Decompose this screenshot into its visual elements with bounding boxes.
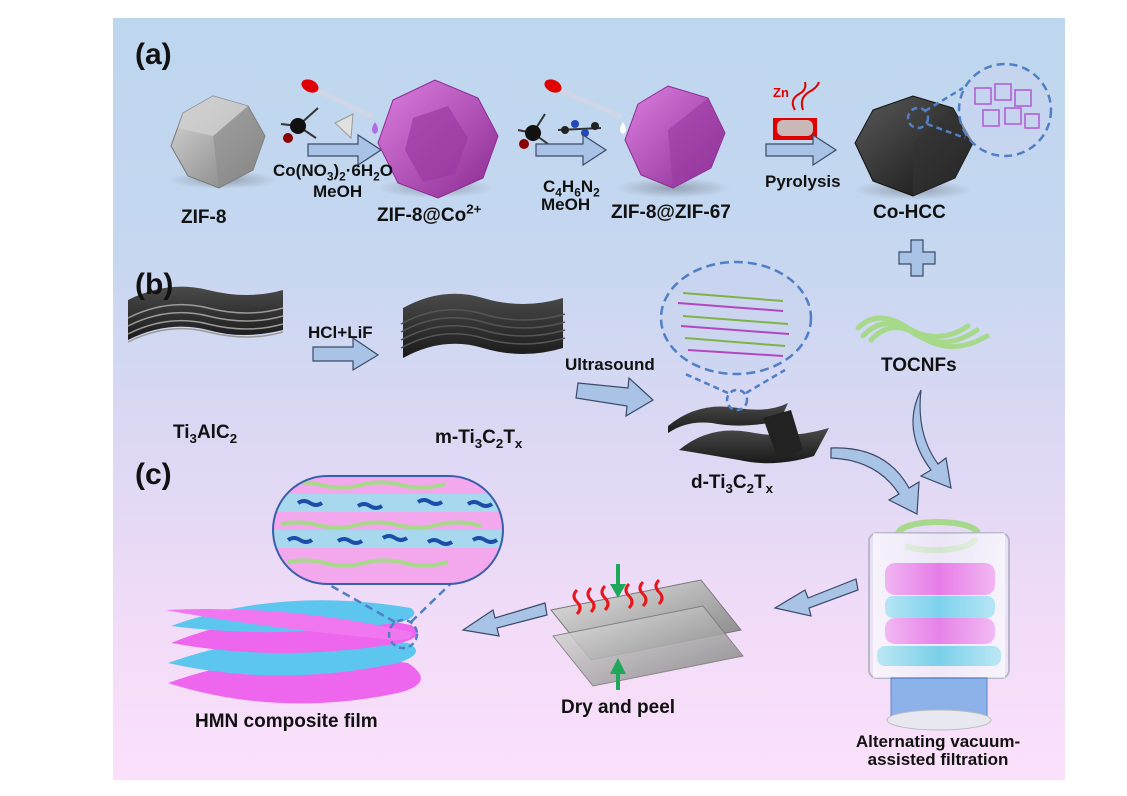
plus-icon bbox=[898, 239, 936, 277]
label-zn-vapor: Zn bbox=[773, 85, 789, 100]
zif8-crystal-icon bbox=[168, 95, 278, 189]
arrow-filter-to-dry bbox=[773, 578, 859, 617]
label-zif8: ZIF-8 bbox=[181, 207, 227, 228]
imidazole-molecule-icon bbox=[557, 120, 602, 137]
methanol-molecule-icon bbox=[280, 107, 319, 143]
schematic-artwork bbox=[127, 62, 1053, 731]
tocnfs-fibers-icon bbox=[855, 315, 990, 349]
label-co-hcc: Co-HCC bbox=[873, 202, 946, 223]
label-dry-and-peel: Dry and peel bbox=[561, 697, 676, 718]
label-hmn-film: HMN composite film bbox=[195, 711, 378, 732]
label-zif8-zif67: ZIF-8@ZIF-67 bbox=[611, 202, 731, 223]
press-arrow-up-icon bbox=[610, 658, 626, 690]
arrow-mxene-to-filter bbox=[830, 447, 920, 515]
panel-tag-b: (b) bbox=[135, 268, 174, 301]
panel-tag-c: (c) bbox=[135, 458, 172, 491]
label-d-ti3c2tx: d-Ti3C2Tx bbox=[691, 472, 774, 496]
co-hcc-crystal-icon bbox=[853, 95, 974, 200]
label-ultrasound: Ultrasound bbox=[565, 355, 655, 374]
heat-waves-icon bbox=[572, 578, 664, 616]
label-step2-reagent: C4H6N2 bbox=[543, 177, 600, 200]
cobalt-salt-octahedron-icon bbox=[334, 113, 354, 140]
label-ti3alc2: Ti3AlC2 bbox=[173, 422, 238, 446]
zif8-co-crystal-icon bbox=[377, 79, 499, 199]
label-hcl-lif: HCl+LiF bbox=[308, 323, 373, 342]
ti3alc2-stack-icon bbox=[127, 286, 284, 343]
m-ti3c2tx-stack-icon bbox=[400, 293, 566, 358]
arrow-ultrasound bbox=[575, 376, 655, 418]
label-m-ti3c2tx: m-Ti3C2Tx bbox=[435, 427, 523, 451]
arrow-dry-to-film bbox=[461, 602, 548, 637]
film-structure-magnified-icon bbox=[272, 475, 504, 585]
label-step1-reagent: Co(NO3)2·6H2O bbox=[273, 161, 394, 184]
figure-panel: (a) (b) (c) ZIF-8 Co(NO3)2·6H2O MeOH ZIF… bbox=[113, 18, 1065, 780]
press-arrow-down-icon bbox=[610, 564, 626, 598]
dropper-icon bbox=[301, 79, 378, 134]
press-plates-icon bbox=[550, 579, 744, 687]
label-filtration: Alternating vacuum-assisted filtration bbox=[855, 732, 1021, 769]
label-step2-solvent: MeOH bbox=[541, 195, 591, 214]
furnace-icon bbox=[773, 118, 817, 140]
zif8-zif67-crystal-icon bbox=[615, 85, 731, 198]
hmn-film-stack-icon bbox=[165, 600, 421, 704]
label-pyrolysis: Pyrolysis bbox=[765, 172, 841, 191]
arrow-tocnfs-down bbox=[912, 389, 952, 489]
arrow-pyrolysis bbox=[765, 133, 838, 167]
d-ti3c2tx-flakes-icon bbox=[668, 403, 829, 464]
zoom-callout-cohcc bbox=[906, 62, 1053, 158]
panel-tag-a: (a) bbox=[135, 38, 172, 71]
arrow-step1 bbox=[307, 133, 383, 167]
methanol-molecule-icon-2 bbox=[517, 113, 549, 149]
label-zif8-co: ZIF-8@Co2+ bbox=[377, 201, 482, 226]
zoom-callout-mxene bbox=[659, 260, 813, 412]
dropper-icon-2 bbox=[544, 79, 626, 134]
label-tocnfs: TOCNFs bbox=[881, 355, 957, 376]
zinc-vapor-icon bbox=[791, 81, 820, 111]
arrow-hcl-lif bbox=[312, 336, 380, 372]
label-step1-solvent: MeOH bbox=[313, 182, 363, 201]
vacuum-filtration-apparatus-icon bbox=[868, 519, 1010, 731]
arrow-step2 bbox=[535, 133, 608, 167]
